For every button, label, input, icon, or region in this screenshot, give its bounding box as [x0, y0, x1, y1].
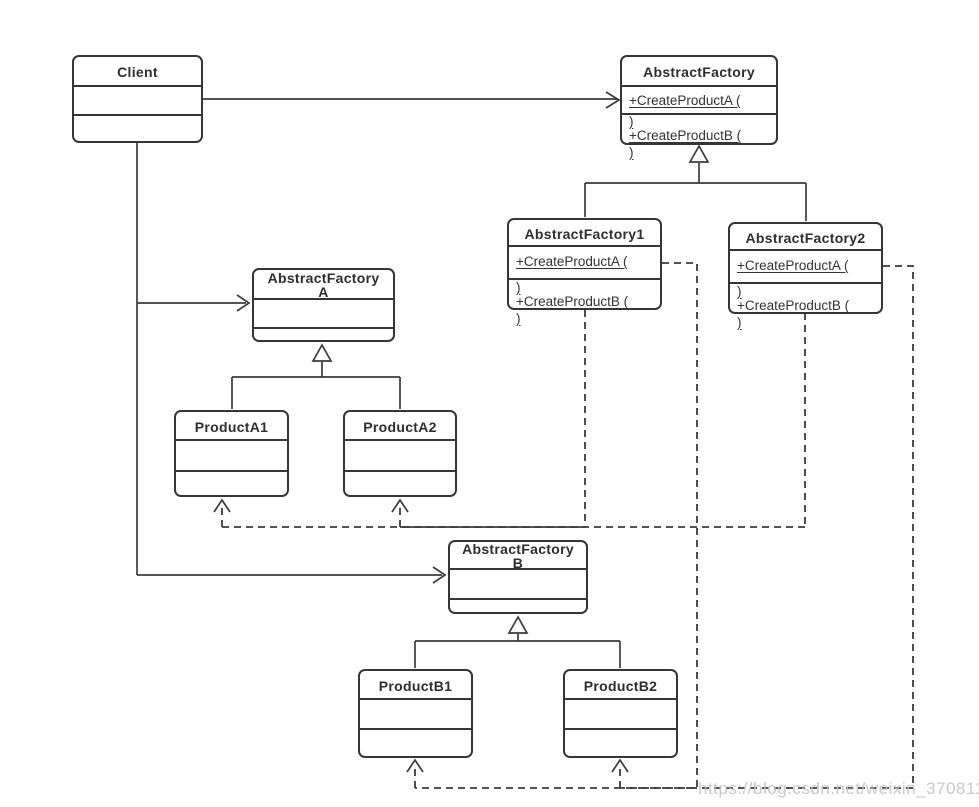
compartment-separator — [176, 470, 287, 472]
method-label: +CreateProductA ( — [516, 254, 628, 269]
compartment-separator — [565, 698, 676, 700]
compartment-separator — [509, 278, 660, 280]
edge-inheritance-abstractfactory-a — [231, 362, 401, 409]
class-title-line: Client — [117, 64, 158, 80]
class-title-line: ProductB2 — [583, 677, 658, 694]
class-title-line: A — [318, 284, 329, 300]
class-box-product-a1: ProductA1 — [174, 410, 289, 497]
class-title: ProductA2 — [345, 412, 455, 441]
arrowhead-product-b1 — [406, 758, 424, 773]
class-box-product-b2: ProductB2 — [563, 669, 678, 758]
method-label: ) — [629, 145, 634, 160]
class-box-product-b1: ProductB1 — [358, 669, 473, 758]
compartment-separator — [509, 245, 660, 247]
method-label: ) — [516, 311, 521, 326]
compartment-separator — [622, 113, 776, 115]
arrowhead-product-b2 — [611, 758, 629, 773]
watermark: https://blog.csdn.net/weixin_37081112 — [698, 779, 979, 798]
compartment-separator — [450, 568, 586, 570]
method-label: +CreateProductB ( — [516, 294, 629, 309]
class-title: ProductB1 — [360, 671, 471, 700]
compartment-separator — [74, 85, 201, 87]
arrowhead-client-to-abstractfactory-a — [236, 294, 251, 312]
compartment-separator — [360, 728, 471, 730]
method-label: ) — [737, 315, 742, 330]
compartment-separator — [254, 327, 393, 329]
class-title: Client — [74, 57, 201, 87]
arrowhead-product-a2 — [391, 498, 409, 513]
compartment-separator — [176, 439, 287, 441]
compartment-separator — [730, 249, 881, 251]
edge-inheritance-abstractfactory-b — [414, 634, 621, 668]
edge-dependency-factory2-to-product-b2 — [620, 265, 914, 789]
edge-inheritance-abstractfactory — [584, 163, 807, 221]
class-title-line: ProductB1 — [378, 677, 453, 694]
arrowhead-client-to-abstractfactory-b — [432, 566, 447, 584]
arrowhead-client-to-abstractfactory — [605, 91, 621, 109]
class-box-abstract-factory: AbstractFactory+CreateProductA ()+Create… — [620, 55, 778, 160]
compartment-separator — [345, 470, 455, 472]
class-title-line: ProductA1 — [194, 418, 269, 435]
class-title: ProductA1 — [176, 412, 287, 441]
triangle-inheritance-abstractfactory — [688, 144, 710, 163]
arrowhead-product-a1 — [213, 498, 231, 513]
method-label: +CreateProductB ( — [629, 128, 742, 143]
method-label: +CreateProductA ( — [629, 93, 741, 108]
compartment-separator — [450, 598, 586, 600]
method-label: ) — [516, 280, 521, 295]
compartment-separator — [360, 698, 471, 700]
compartment-separator — [730, 282, 881, 284]
class-box-abstract-factory-1: AbstractFactory1+CreateProductA ()+Creat… — [507, 218, 662, 326]
method-label: ) — [629, 114, 634, 129]
class-title: AbstractFactory1 — [509, 220, 660, 247]
class-box-product-a2: ProductA2 — [343, 410, 457, 497]
class-title-line: AbstractFactory — [643, 64, 755, 80]
class-title-line: AbstractFactory — [267, 270, 380, 286]
class-box-abstract-factory-2: AbstractFactory2+CreateProductA ()+Creat… — [728, 222, 883, 330]
class-box-client: Client — [72, 55, 203, 143]
triangle-inheritance-abstractfactory-a — [311, 343, 333, 362]
triangle-inheritance-abstractfactory-b — [507, 615, 529, 634]
class-title-line: B — [512, 555, 524, 571]
method-label: ) — [737, 284, 742, 299]
class-title: ProductB2 — [565, 671, 676, 700]
compartment-separator — [565, 728, 676, 730]
method-label: +CreateProductA ( — [737, 258, 849, 273]
compartment-separator — [622, 85, 776, 87]
compartment-separator — [74, 114, 201, 116]
compartment-separator — [254, 298, 393, 300]
compartment-separator — [345, 439, 455, 441]
class-title-line: AbstractFactory — [462, 541, 574, 557]
class-title-line: AbstractFactory2 — [745, 229, 866, 246]
class-title-line: AbstractFactory1 — [524, 225, 645, 242]
class-title: AbstractFactory2 — [730, 224, 881, 251]
class-title: AbstractFactory — [622, 57, 776, 87]
method-label: +CreateProductB ( — [737, 298, 850, 313]
edge-dependency-factory1-to-product-b1 — [415, 262, 698, 789]
class-title-line: ProductA2 — [363, 418, 437, 435]
